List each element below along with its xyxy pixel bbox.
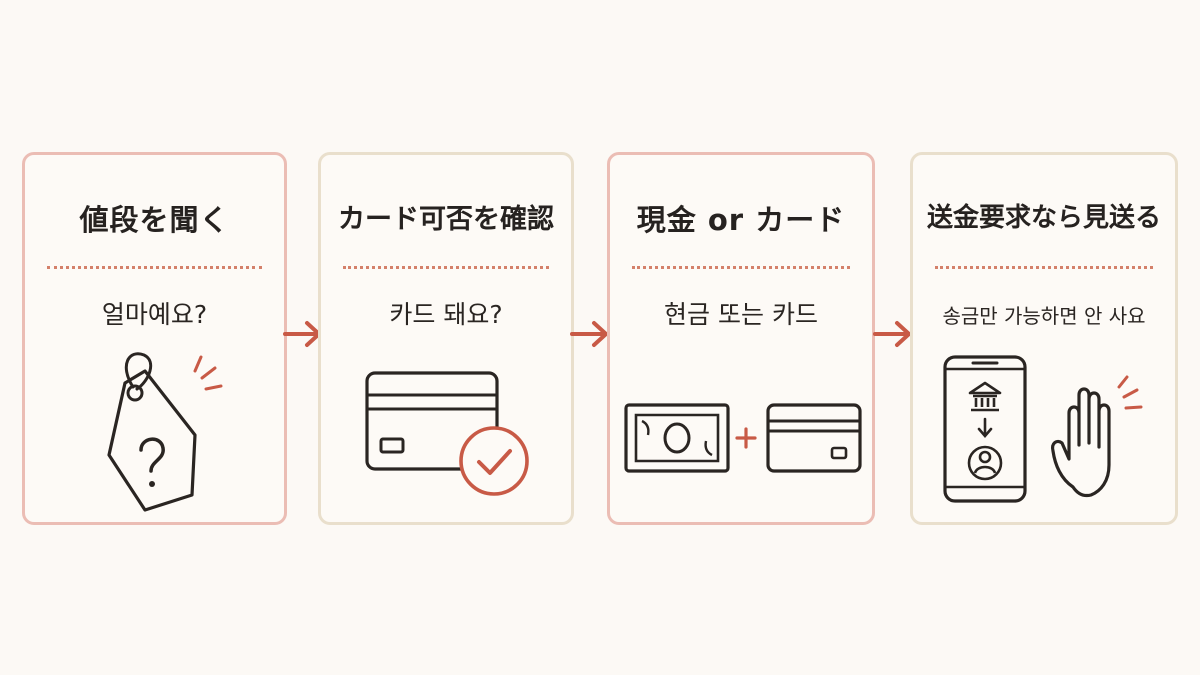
step-1-title: 値段を聞く bbox=[79, 203, 230, 237]
phone-transfer-stop-hand-icon bbox=[943, 355, 1143, 503]
step-4-phrase: 송금만 가능하면 안 사요 bbox=[942, 304, 1146, 328]
dotted-divider bbox=[47, 266, 262, 269]
bank-icon bbox=[968, 381, 1002, 412]
step-card-3: 現金 or カード 현금 또는 카드 bbox=[607, 152, 875, 525]
credit-card-check-icon bbox=[365, 371, 529, 496]
stop-hand-icon bbox=[1051, 387, 1111, 498]
banknote-icon bbox=[624, 403, 730, 473]
cash-plus-card-icon bbox=[624, 403, 862, 473]
step-card-4: 送金要求なら見送る 송금만 가능하면 안 사요 bbox=[910, 152, 1178, 525]
price-tag-question-icon bbox=[107, 352, 223, 512]
step-3-phrase: 현금 또는 카드 bbox=[664, 300, 818, 329]
arrow-right-icon bbox=[570, 321, 608, 347]
dotted-divider bbox=[632, 266, 850, 269]
step-2-title: カード可否を確認 bbox=[338, 204, 554, 235]
user-icon bbox=[967, 445, 1003, 481]
dotted-divider bbox=[935, 266, 1153, 269]
smartphone-icon bbox=[943, 355, 1027, 503]
alert-marks-icon bbox=[1117, 375, 1143, 410]
credit-card-icon bbox=[766, 403, 862, 473]
dotted-divider bbox=[343, 266, 549, 269]
step-card-1: 値段を聞く 얼마예요? bbox=[22, 152, 287, 525]
step-3-title: 現金 or カード bbox=[636, 203, 846, 237]
arrow-down-icon bbox=[977, 417, 993, 438]
arrow-right-icon bbox=[283, 321, 321, 347]
plus-icon bbox=[735, 427, 757, 449]
step-4-title: 送金要求なら見送る bbox=[926, 203, 1161, 233]
arrow-right-icon bbox=[873, 321, 911, 347]
step-1-phrase: 얼마예요? bbox=[101, 300, 208, 329]
step-card-2: カード可否を確認 카드 돼요? bbox=[318, 152, 574, 525]
step-2-phrase: 카드 돼요? bbox=[389, 300, 503, 329]
